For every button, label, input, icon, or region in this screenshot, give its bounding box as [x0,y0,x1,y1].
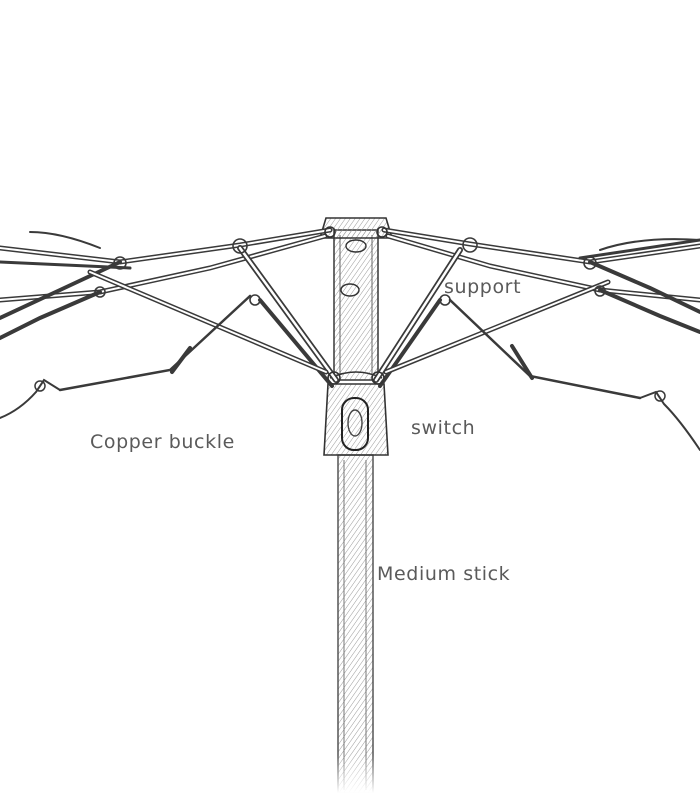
switch-housing [323,371,389,456]
medium-stick-label: Medium stick [377,563,511,585]
medium-stick [336,454,376,793]
center-tube [318,217,394,381]
switch-label: switch [411,417,476,439]
copper-buckle [324,226,388,385]
support-label: support [444,276,522,298]
right-ribs [373,227,700,451]
copper-buckle-label: Copper buckle [90,431,235,453]
left-ribs [0,227,339,419]
